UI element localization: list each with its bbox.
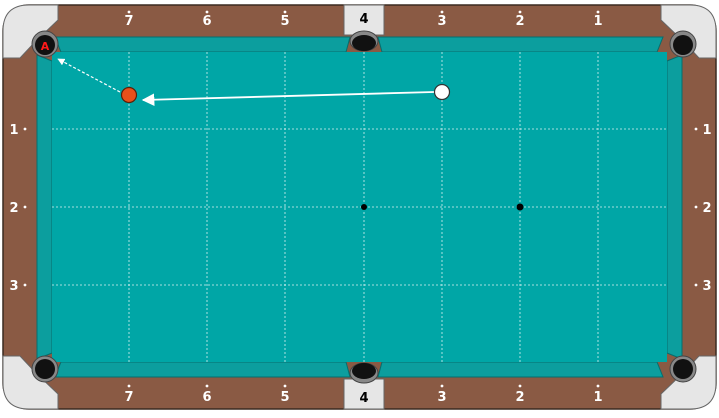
bottom-diamond-5: 5 bbox=[280, 390, 289, 405]
bottom-diamond-4: 4 bbox=[359, 391, 368, 406]
cushion-left bbox=[37, 55, 52, 359]
cushion-top-left bbox=[55, 37, 350, 52]
bottom-diamond-1: 1 bbox=[593, 390, 602, 405]
pocket-icon bbox=[32, 356, 58, 382]
pocket-icon bbox=[350, 31, 378, 51]
top-diamond-2: 2 bbox=[515, 14, 524, 29]
bottom-diamond-2: 2 bbox=[515, 390, 524, 405]
pocket-icon bbox=[350, 363, 378, 383]
right-diamond-3: 3 bbox=[702, 279, 711, 294]
pocket-label: A bbox=[41, 40, 50, 53]
top-diamond-7: 7 bbox=[124, 14, 133, 29]
top-diamond-3: 3 bbox=[437, 14, 446, 29]
bottom-diamond-3: 3 bbox=[437, 390, 446, 405]
top-diamond-1: 1 bbox=[593, 14, 602, 29]
object-ball bbox=[122, 88, 137, 103]
left-diamond-2: 2 bbox=[9, 201, 18, 216]
bottom-diamond-7: 7 bbox=[124, 390, 133, 405]
right-diamond-2: 2 bbox=[702, 201, 711, 216]
pocket-icon bbox=[670, 31, 696, 57]
pocket-icon bbox=[670, 356, 696, 382]
cushion-top-right bbox=[378, 37, 663, 52]
left-diamond-1: 1 bbox=[9, 123, 18, 138]
top-diamond-5: 5 bbox=[280, 14, 289, 29]
left-diamond-3: 3 bbox=[9, 279, 18, 294]
bottom-diamond-6: 6 bbox=[202, 390, 211, 405]
top-diamond-6: 6 bbox=[202, 14, 211, 29]
head-spot bbox=[517, 204, 524, 211]
top-diamond-4: 4 bbox=[359, 12, 368, 27]
cushion-bottom-left bbox=[55, 362, 350, 377]
cue-ball bbox=[435, 85, 450, 100]
cushion-bottom-right bbox=[378, 362, 663, 377]
cushion-right bbox=[667, 55, 682, 359]
foot-spot bbox=[361, 204, 367, 210]
right-diamond-1: 1 bbox=[702, 123, 711, 138]
